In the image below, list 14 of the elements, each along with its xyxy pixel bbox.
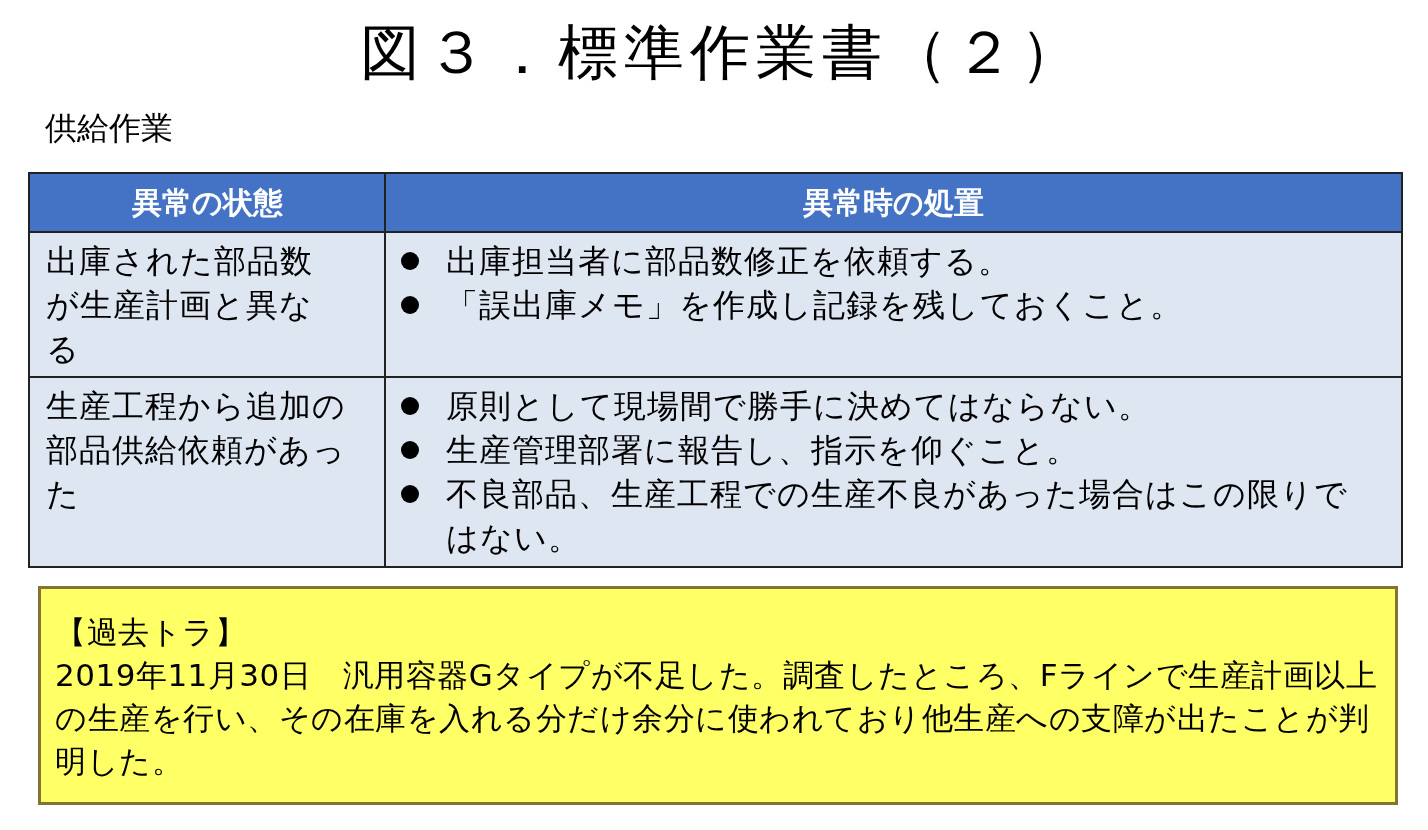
note-heading: 【過去トラ】	[55, 613, 247, 652]
header-cell: 異常の状態	[30, 174, 386, 231]
note-box	[38, 586, 1398, 805]
list-item: 原則として現場間で勝手に決めてはならない。	[446, 386, 1151, 427]
table-cell-text: 生産工程から追加の部品供給依頼があった	[46, 386, 346, 515]
title: 図３．標準作業書（２）	[360, 16, 1086, 89]
note-text: 2019年11月30日 汎用容器Gタイプが不足した。調査したところ、Fラインで生産計画以上の生産を行い、その在庫を入れる分だけ余分に使われており他生産への支障が出たことが判明した。	[55, 656, 1379, 781]
section-heading: 供給作業	[45, 108, 173, 149]
list-item: 生産管理部署に報告し、指示を仰ぐこと。	[446, 430, 1079, 471]
list-item: 「誤出庫メモ」を作成し記録を残しておくこと。	[446, 285, 1183, 326]
list-item: 不良部品、生産工程での生産不良があった場合はこの限りではない。	[446, 474, 1349, 559]
header-cell-text: 異常時の処置	[802, 184, 985, 222]
list-item: 出庫担当者に部品数修正を依頼する。	[446, 241, 1011, 282]
table-cell-text: 出庫された部品数が生産計画と異なる	[46, 241, 314, 370]
